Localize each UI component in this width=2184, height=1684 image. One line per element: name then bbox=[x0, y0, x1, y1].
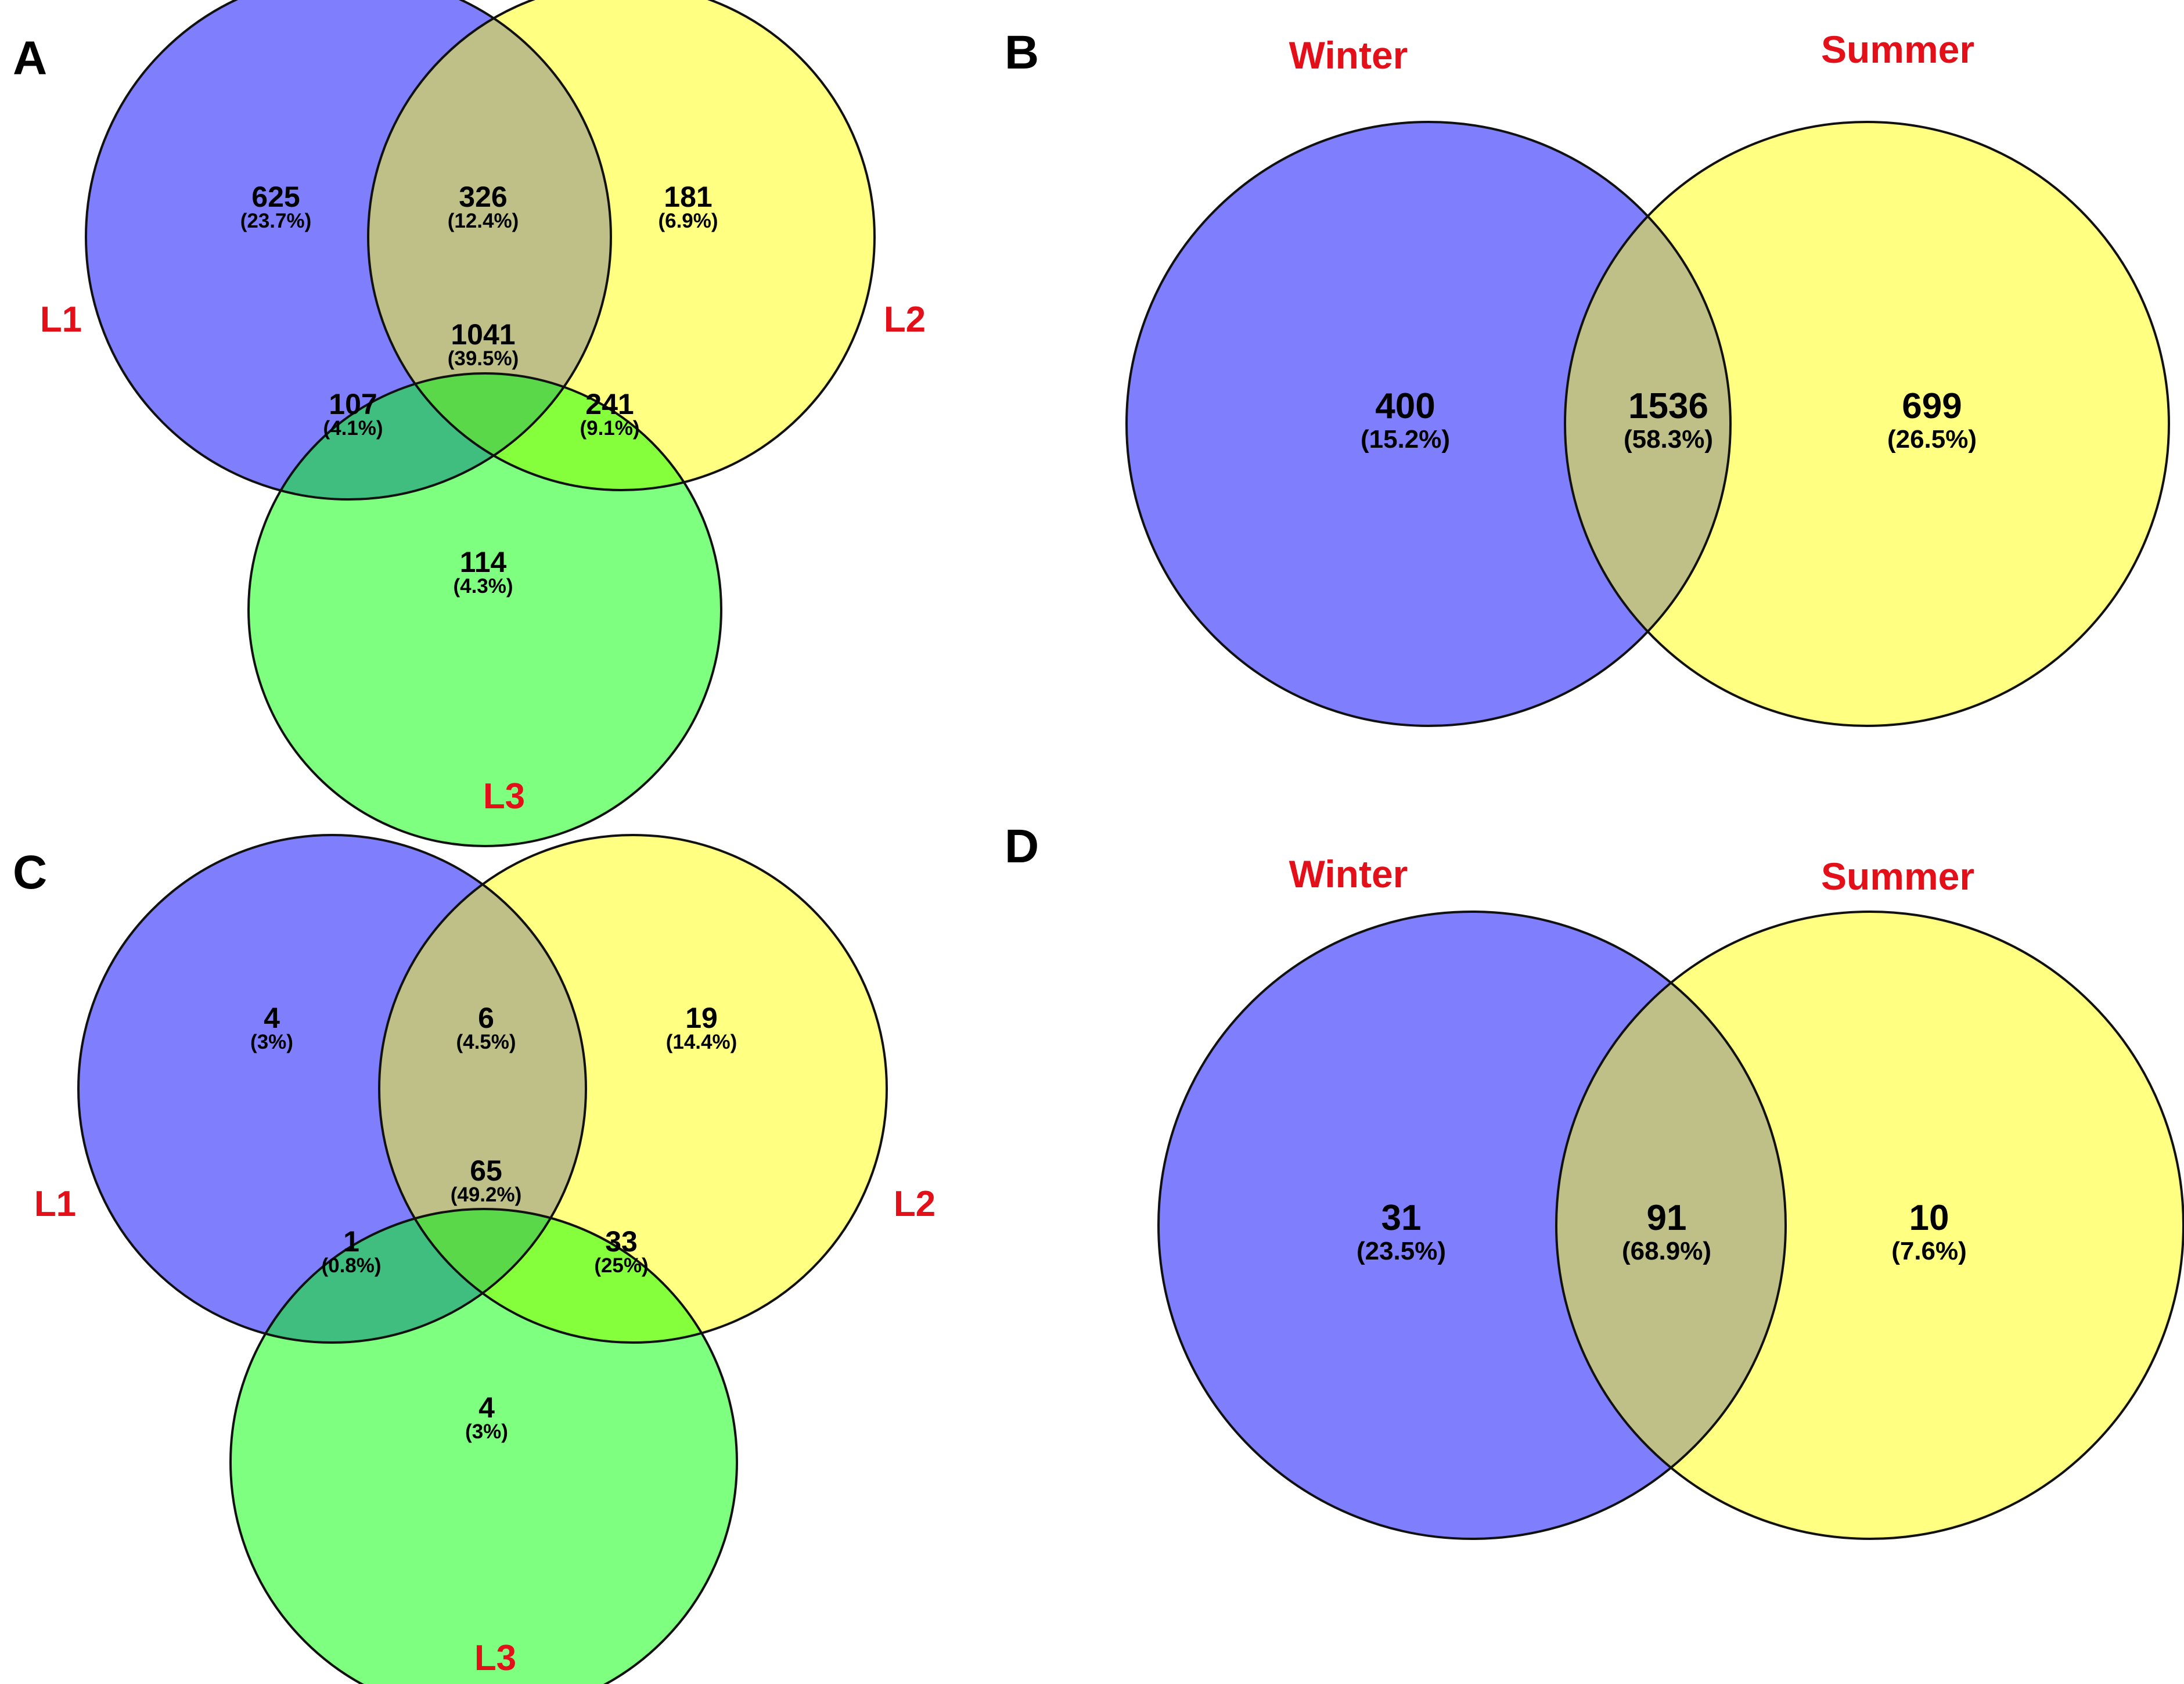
l1-l2-overlap bbox=[368, 0, 611, 490]
set-l1-outline bbox=[77, 834, 587, 1344]
pct-l2-l3: (9.1%) bbox=[580, 417, 639, 440]
pct-l1-l2: (4.5%) bbox=[456, 1031, 516, 1053]
pct-l2-l3: (25%) bbox=[594, 1254, 648, 1277]
pct-summer-only: (7.6%) bbox=[1891, 1237, 1967, 1265]
set-winter-outline bbox=[1157, 911, 1787, 1540]
set-l3-outline bbox=[247, 372, 722, 847]
count-l2-l3: 241 bbox=[585, 388, 634, 420]
count-l1-l2-l3: 65 bbox=[470, 1154, 502, 1187]
l1-l3-overlap bbox=[231, 1209, 586, 1343]
pct-winter-summer: (68.9%) bbox=[1622, 1237, 1711, 1265]
set-label-l1: L1 bbox=[34, 1184, 76, 1224]
set-label-summer: Summer bbox=[1821, 855, 1974, 898]
set-summer-outline bbox=[1564, 121, 2170, 727]
count-l1-l3: 1 bbox=[343, 1225, 359, 1258]
panel-a: A L1 L2 L3 625 (23.7%) 326 (12.4%) 181 (… bbox=[13, 0, 926, 847]
pct-winter-summer: (58.3%) bbox=[1624, 425, 1713, 454]
set-label-l3: L3 bbox=[474, 1638, 516, 1678]
set-label-l3: L3 bbox=[483, 776, 525, 816]
panel-letter-a: A bbox=[13, 32, 47, 85]
count-l2-only: 181 bbox=[664, 181, 712, 213]
set-winter-outline bbox=[1125, 121, 1732, 727]
count-l3-only: 114 bbox=[460, 546, 507, 578]
panel-c: C L1 L2 L3 4 (3%) 6 (4.5%) 19 (14.4%) 65… bbox=[13, 834, 936, 1684]
pct-l1-only: (23.7%) bbox=[240, 210, 312, 232]
panel-letter-d: D bbox=[1005, 820, 1039, 873]
set-label-l2: L2 bbox=[884, 300, 926, 340]
set-l2-outline bbox=[367, 0, 876, 491]
panel-letter-b: B bbox=[1005, 26, 1039, 79]
count-l1-only: 625 bbox=[251, 181, 300, 213]
set-l3-outline bbox=[229, 1208, 738, 1684]
count-summer-only: 10 bbox=[1909, 1198, 1949, 1238]
pct-l3-only: (3%) bbox=[465, 1420, 508, 1443]
count-l2-l3: 33 bbox=[605, 1225, 638, 1258]
count-l1-only: 4 bbox=[264, 1002, 280, 1034]
count-summer-only: 699 bbox=[1902, 386, 1962, 426]
pct-winter-only: (23.5%) bbox=[1357, 1237, 1446, 1265]
count-l3-only: 4 bbox=[478, 1391, 495, 1424]
pct-winter-only: (15.2%) bbox=[1361, 425, 1450, 454]
set-label-l2: L2 bbox=[894, 1184, 936, 1224]
pct-l3-only: (4.3%) bbox=[453, 575, 513, 598]
count-l1-l2-l3: 1041 bbox=[451, 318, 515, 351]
set-label-l1: L1 bbox=[40, 300, 82, 340]
count-winter-only: 400 bbox=[1375, 386, 1435, 426]
panel-d: D Winter Summer 31 (23.5%) 91 (68.9%) 10… bbox=[1005, 820, 2184, 1540]
set-label-winter: Winter bbox=[1289, 852, 1408, 895]
pct-l1-l3: (4.1%) bbox=[323, 417, 383, 440]
pct-l1-l2-l3: (39.5%) bbox=[448, 347, 519, 370]
pct-l2-only: (6.9%) bbox=[658, 210, 718, 232]
count-winter-only: 31 bbox=[1381, 1198, 1422, 1238]
count-winter-summer: 91 bbox=[1647, 1198, 1687, 1238]
set-label-winter: Winter bbox=[1289, 34, 1408, 77]
panel-b: B Winter Summer 400 (15.2%) 1536 (58.3%)… bbox=[1005, 26, 2170, 727]
set-summer-circle bbox=[1565, 122, 2169, 726]
set-winter-circle bbox=[1127, 122, 1730, 726]
set-l1-outline bbox=[85, 0, 612, 501]
l2-l3-overlap bbox=[379, 1209, 737, 1343]
set-summer-outline bbox=[1555, 911, 2184, 1540]
pct-l2-only: (14.4%) bbox=[666, 1031, 737, 1053]
pct-l1-l2-l3: (49.2%) bbox=[451, 1183, 522, 1206]
count-l1-l2: 326 bbox=[459, 181, 507, 213]
pct-l1-l2: (12.4%) bbox=[448, 210, 519, 232]
count-l1-l3: 107 bbox=[329, 388, 377, 420]
count-winter-summer: 1536 bbox=[1628, 386, 1708, 426]
count-l1-l2: 6 bbox=[478, 1002, 494, 1034]
pct-l1-l3: (0.8%) bbox=[321, 1254, 381, 1277]
set-l2-outline bbox=[378, 834, 888, 1344]
set-label-summer: Summer bbox=[1821, 28, 1974, 71]
pct-l1-only: (3%) bbox=[250, 1031, 293, 1053]
count-l2-only: 19 bbox=[685, 1002, 718, 1034]
pct-summer-only: (26.5%) bbox=[1887, 425, 1977, 454]
panel-letter-c: C bbox=[13, 846, 47, 899]
winter-summer-overlap bbox=[1556, 912, 1786, 1539]
